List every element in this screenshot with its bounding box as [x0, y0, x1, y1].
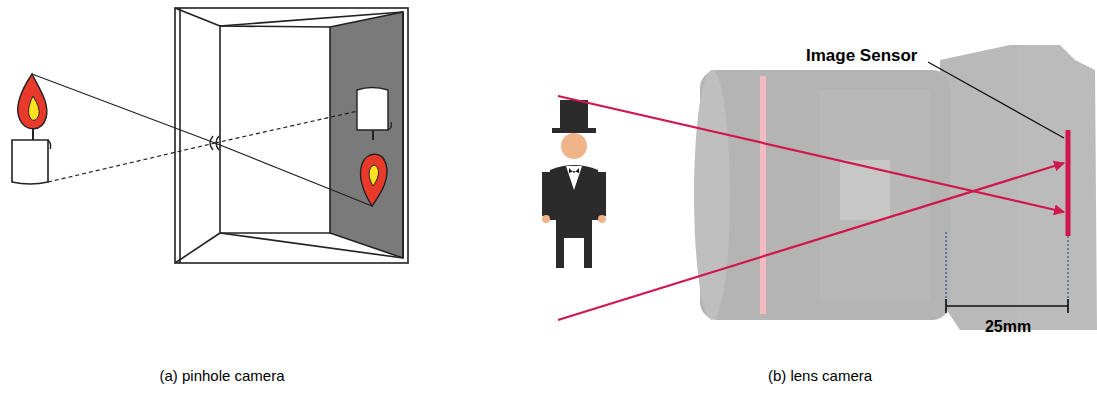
caption: (a) pinhole camera [159, 367, 284, 384]
camera-body [694, 45, 1097, 330]
light-rays [32, 74, 372, 206]
inverted-candle [357, 88, 392, 207]
pinhole-box [175, 8, 408, 263]
person-icon [542, 100, 606, 268]
image-sensor [1066, 130, 1071, 236]
leader-line [928, 62, 1064, 138]
dimension [946, 232, 1068, 313]
dimension-label: 25mm [985, 318, 1031, 336]
lens-rays [558, 96, 1064, 320]
candle [12, 74, 51, 184]
part-name: Image Sensor [806, 46, 918, 66]
caption: (b) lens camera [768, 367, 872, 384]
